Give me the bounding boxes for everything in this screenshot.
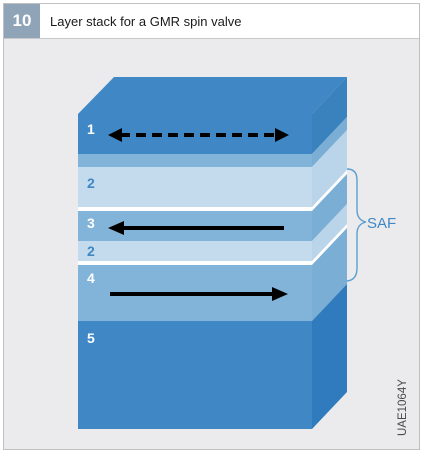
layer-label-4: 4: [87, 270, 95, 286]
spacer-layer-side: [312, 117, 347, 167]
figure-header: 10 Layer stack for a GMR spin valve: [4, 4, 419, 39]
layer-label-1: 1: [87, 121, 95, 137]
layer-3-side: [312, 174, 347, 241]
layer-stack-diagram: 1 2 3 2 4 5 SAF UAE1064Y: [78, 77, 409, 436]
layer-label-2: 2: [87, 175, 95, 191]
layer-2-bottom-side: [312, 204, 347, 261]
layer-2-bottom-front: [78, 241, 312, 261]
layer-gap: [78, 261, 312, 265]
layer-1-side: [312, 77, 347, 154]
arrowhead-left: [108, 221, 124, 235]
layer-2-top-front: [78, 167, 312, 207]
layer-5-side: [312, 284, 347, 429]
spacer-layer-front: [78, 154, 312, 167]
layer-gap: [78, 207, 312, 211]
figure-title: Layer stack for a GMR spin valve: [50, 13, 242, 29]
layer-label-2b: 2: [87, 243, 95, 259]
arrowhead-left: [108, 128, 122, 142]
layer-5-front: [78, 321, 312, 429]
stack-top-face: [78, 77, 347, 114]
saf-label: SAF: [367, 215, 396, 232]
figure-code: UAE1064Y: [397, 379, 409, 436]
layer-label-5: 5: [87, 330, 95, 346]
layer-gap-side: [312, 224, 347, 265]
figure-number: 10: [4, 4, 40, 38]
arrowhead-right: [272, 287, 288, 301]
layer-2-top-side: [312, 130, 347, 207]
figure-panel: 10 Layer stack for a GMR spin valve: [3, 3, 420, 450]
layer-4-side: [312, 228, 347, 321]
saf-bracket: [346, 168, 367, 282]
arrowhead-right: [275, 128, 289, 142]
layer-label-3: 3: [87, 215, 95, 231]
layer-gap-side: [312, 170, 347, 211]
